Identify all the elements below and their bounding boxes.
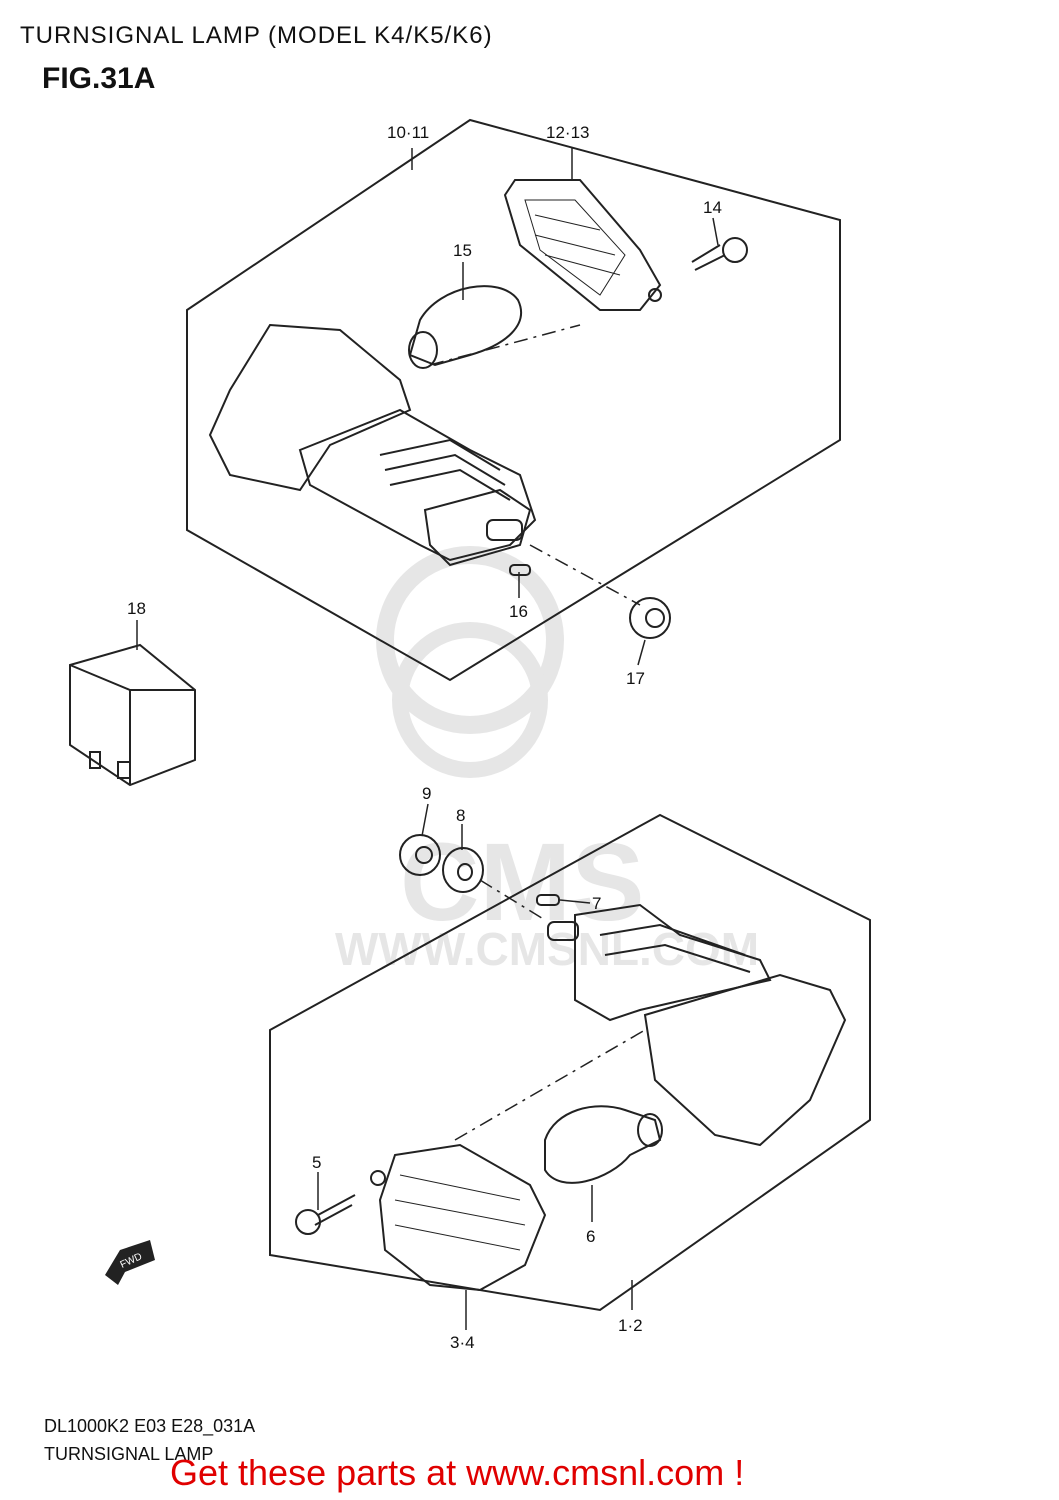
screw-5 [295,1194,356,1235]
pin-7 [536,894,560,906]
nut-17 [629,597,671,639]
leader-lines [136,148,719,1330]
watermark-brand: CMS [400,821,644,944]
upper-lens-12-13 [503,179,662,311]
callout-15: 15 [453,241,472,260]
callout-8: 8 [456,806,465,825]
watermark: CMS WWW.CMSNL.COM [335,546,759,975]
callout-5: 5 [312,1153,321,1172]
diagram-code: DL1000K2 E03 E28_031A [44,1416,256,1436]
cta-link[interactable]: Get these parts at www.cmsnl.com ! [170,1452,745,1493]
callout-14: 14 [703,198,722,217]
washer-8 [442,847,484,893]
callout-10-11: 10·11 [387,123,429,142]
callout-17: 17 [626,669,645,688]
callout-16: 16 [509,602,528,621]
upper-lamp-housing [208,323,537,567]
callout-18: 18 [127,599,146,618]
bulb-6 [544,1105,663,1184]
screw-14 [691,237,748,271]
callout-6: 6 [586,1227,595,1246]
alignment-lines [429,324,646,1141]
diagram-name: TURNSIGNAL LAMP [44,1444,214,1464]
figure-label: FIG.31A [42,62,156,95]
lower-lamp-housing [547,903,847,1147]
relay-18 [69,643,196,787]
callout-12-13: 12·13 [546,123,589,142]
callout-9: 9 [422,784,431,803]
pin-16 [509,564,531,576]
page-title: TURNSIGNAL LAMP (MODEL K4/K5/K6) [20,22,493,49]
callout-7: 7 [592,894,601,913]
lower-lens-3-4 [370,1143,547,1292]
lower-assembly-frame [269,813,871,1312]
upper-assembly-frame [186,118,841,682]
fwd-arrow-icon: FWD [105,1240,155,1285]
callout-1-2: 1·2 [618,1316,643,1335]
callout-3-4: 3·4 [450,1333,475,1352]
nut-9 [399,834,441,876]
